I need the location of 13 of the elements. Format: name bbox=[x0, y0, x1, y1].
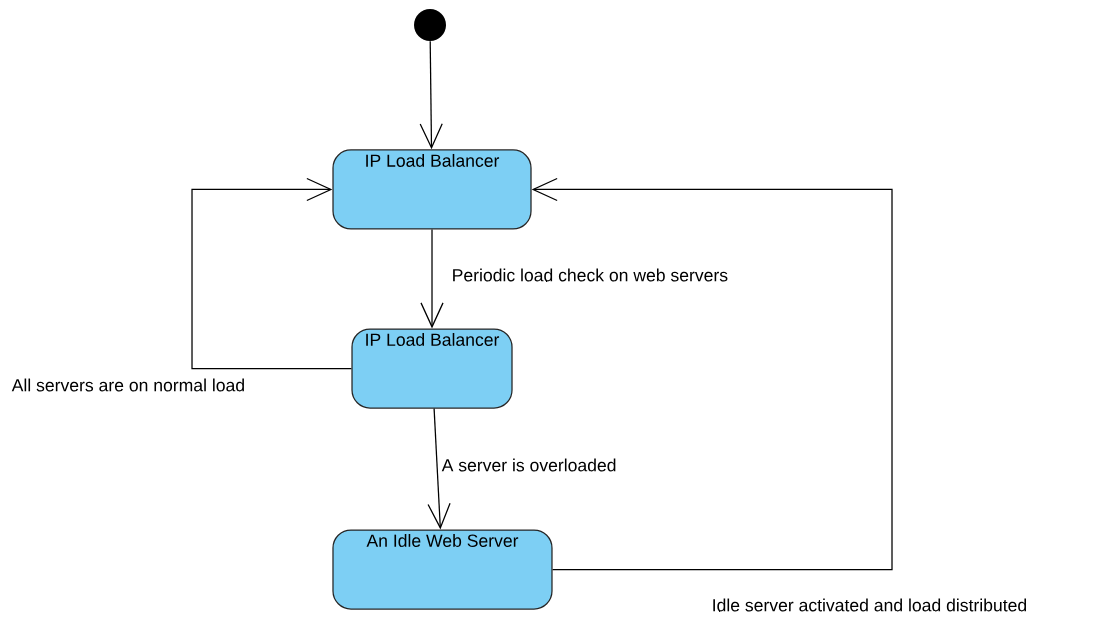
arrow bbox=[420, 228, 444, 329]
edge-label: A server is overloaded bbox=[440, 457, 618, 473]
state-box: An Idle Web Server bbox=[332, 529, 553, 610]
initial-state-dot bbox=[414, 9, 446, 41]
arrow bbox=[427, 408, 451, 530]
arrow bbox=[419, 40, 443, 150]
edge-label: Periodic load check on web servers bbox=[450, 267, 730, 283]
arrow bbox=[191, 177, 352, 370]
edge-label: All servers are on normal load bbox=[10, 377, 247, 393]
edge-label: Idle server activated and load distributed bbox=[710, 597, 1029, 613]
arrow bbox=[531, 177, 893, 571]
state-box: IP Load Balancer bbox=[332, 149, 532, 230]
state-box: IP Load Balancer bbox=[351, 328, 513, 409]
